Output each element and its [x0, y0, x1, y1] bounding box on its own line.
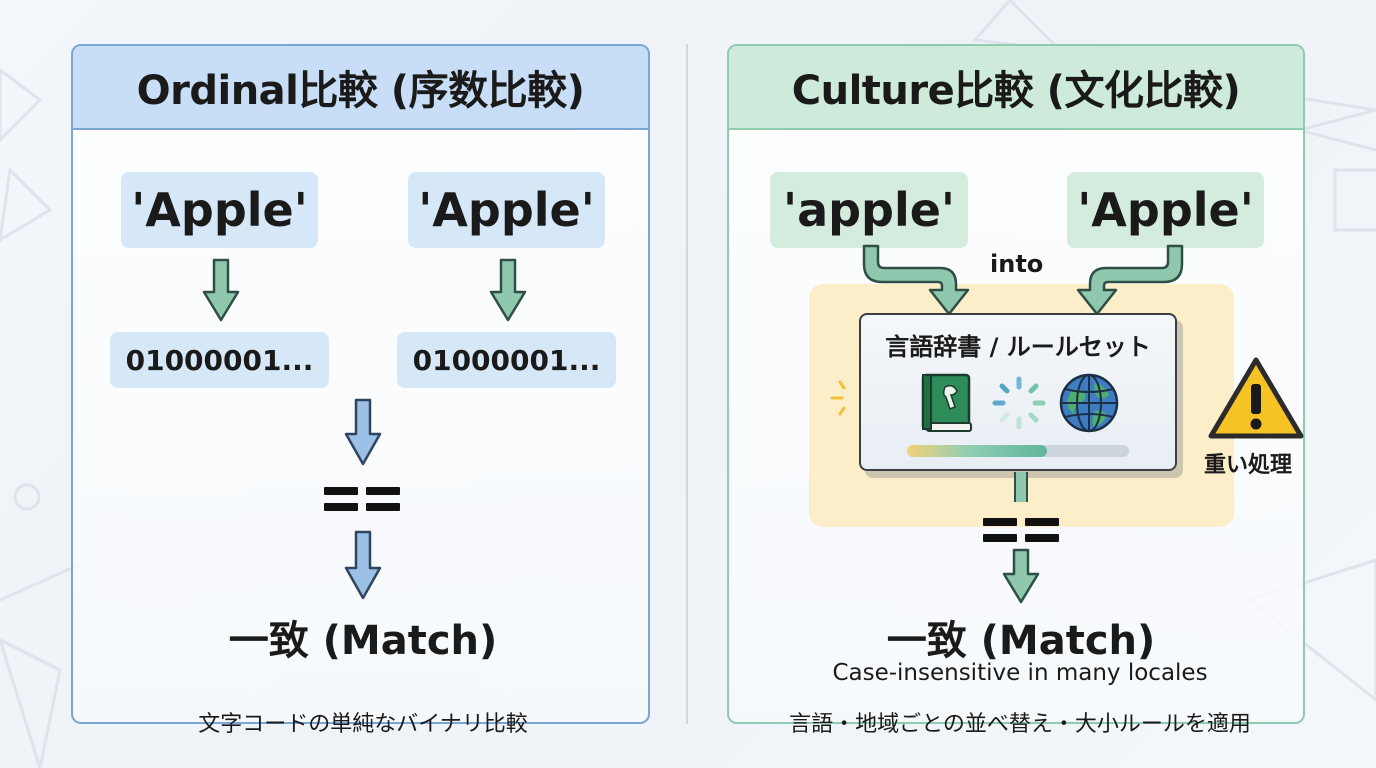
- sparkle-icon: [830, 380, 846, 416]
- arrow-down-icon: [202, 258, 240, 322]
- right-word-a: 'apple': [770, 172, 968, 248]
- left-bits-b: 01000001...: [397, 332, 616, 388]
- right-subcaption: Case-insensitive in many locales: [832, 660, 1208, 686]
- dictionary-progress-bar: [907, 445, 1129, 457]
- dictionary-card-title: 言語辞書 / ルールセット: [885, 333, 1151, 361]
- arrow-down-icon: [489, 258, 527, 322]
- right-word-b: 'Apple': [1067, 172, 1264, 248]
- left-bits-a: 01000001...: [110, 332, 329, 388]
- arrow-down-icon: [344, 530, 382, 600]
- right-caption: 言語・地域ごとの並べ替え・大小ルールを適用: [789, 712, 1251, 737]
- warning-icon: [1208, 357, 1304, 439]
- globe-icon: [1059, 373, 1119, 433]
- arrow-down-icon: [1002, 548, 1040, 604]
- merge-arrow-left-icon: [862, 244, 970, 316]
- into-label: into: [990, 250, 1044, 278]
- ordinal-panel-title: Ordinal比較 (序数比較): [73, 46, 648, 130]
- left-word-b: 'Apple': [408, 172, 605, 248]
- equals-operator: ==: [981, 515, 1061, 545]
- left-word-a: 'Apple': [121, 172, 318, 248]
- dictionary-progress-fill: [907, 445, 1047, 457]
- connector-line: [1014, 472, 1028, 502]
- loading-spinner-icon: [992, 376, 1046, 430]
- warning-label: 重い処理: [1204, 453, 1293, 478]
- merge-arrow-right-icon: [1076, 244, 1184, 316]
- panel-divider: [686, 44, 688, 724]
- equals-operator: ==: [322, 484, 402, 514]
- left-result: 一致 (Match): [228, 618, 498, 664]
- dictionary-card: 言語辞書 / ルールセット: [859, 313, 1177, 471]
- left-caption: 文字コードの単純なバイナリ比較: [198, 712, 528, 737]
- book-icon: [921, 373, 972, 432]
- arrow-down-icon: [344, 398, 382, 466]
- right-result: 一致 (Match): [886, 618, 1156, 664]
- culture-panel-title: Culture比較 (文化比較): [729, 46, 1303, 130]
